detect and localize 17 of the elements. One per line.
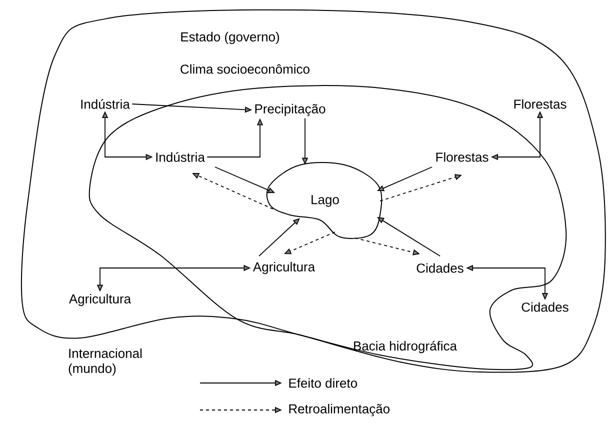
text-label: Indústria bbox=[81, 99, 130, 109]
text-label: Florestas bbox=[514, 99, 566, 109]
region-label: Internacional (mundo) bbox=[68, 348, 142, 376]
text-label: Cidades bbox=[416, 263, 464, 273]
arrow bbox=[258, 218, 300, 256]
text-label: Cidades bbox=[522, 302, 568, 312]
text-label: Agricultura bbox=[68, 294, 132, 306]
text-label: Precipitação bbox=[255, 104, 326, 116]
legend-label: Retroalimentação bbox=[289, 404, 390, 416]
text-label: Indústria bbox=[156, 152, 205, 162]
text-label: Florestas bbox=[436, 152, 488, 162]
region-label: Estado (governo) bbox=[181, 32, 280, 44]
lake-label: Lago bbox=[312, 195, 339, 207]
legend-label: Efeito direto bbox=[289, 378, 357, 388]
text-label: Agricultura bbox=[252, 262, 316, 274]
region-label: Clima socioeconômico bbox=[180, 64, 310, 74]
region-label: Bacia hidrográfica bbox=[354, 340, 457, 354]
